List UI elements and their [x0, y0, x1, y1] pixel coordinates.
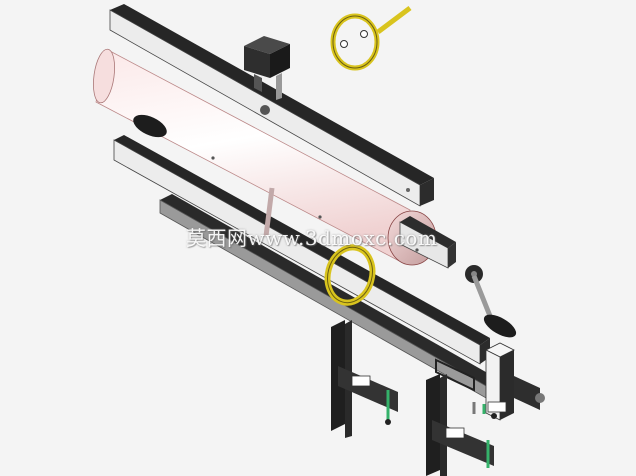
mounted-ring — [324, 244, 376, 306]
upper-beam — [109, 4, 434, 207]
crank-handle — [465, 265, 517, 338]
right-end-bracket — [472, 342, 545, 421]
mounting-block — [244, 36, 290, 100]
detached-ring — [330, 6, 412, 71]
support-strut — [263, 187, 275, 237]
support-bracket — [331, 320, 494, 476]
roller-cylinder — [93, 48, 456, 269]
end-knob — [133, 114, 167, 138]
watermark-text: 莫西网www.3dmoxc.com — [186, 226, 438, 250]
